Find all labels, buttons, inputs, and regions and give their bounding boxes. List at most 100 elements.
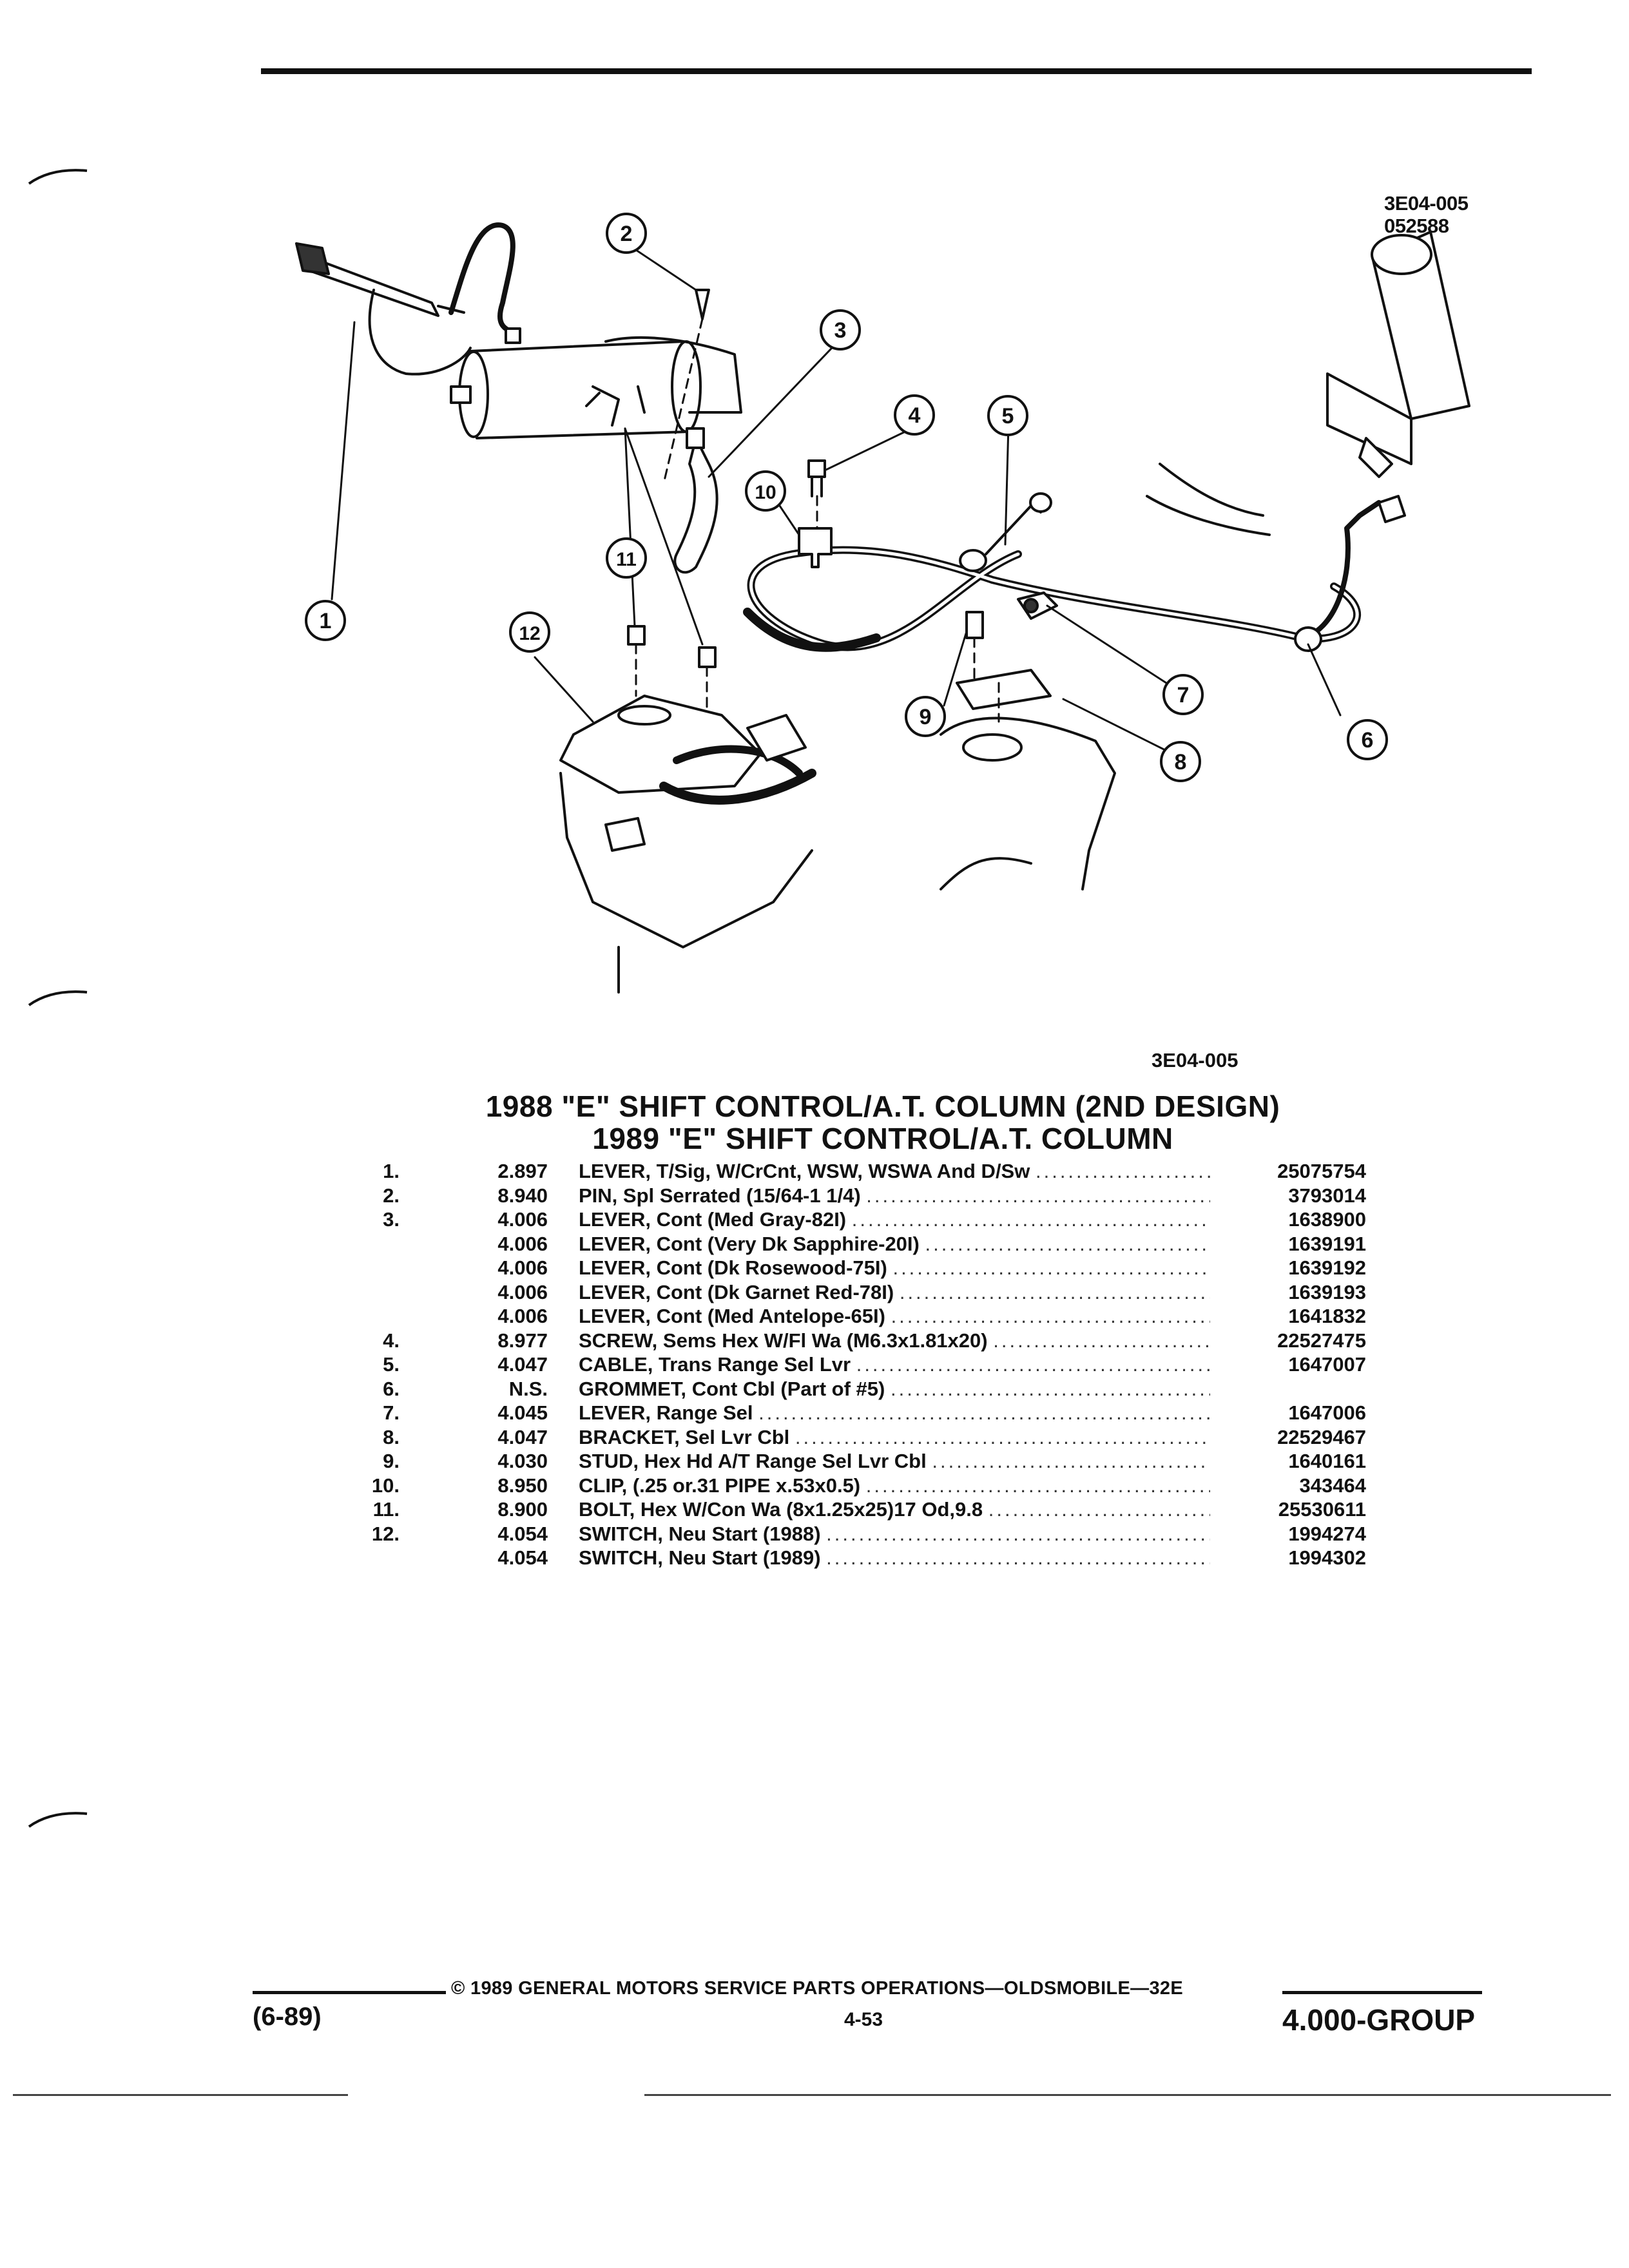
transmission-case	[940, 716, 1116, 890]
callout-7: 7	[1177, 683, 1190, 707]
part-description: LEVER, Cont (Very Dk Sapphire-20I) .....…	[579, 1233, 1210, 1256]
leader-dots: ........................................…	[851, 1208, 1210, 1231]
part-description: LEVER, Cont (Med Gray-82I) .............…	[579, 1208, 1210, 1231]
part-description: BRACKET, Sel Lvr Cbl ...................…	[579, 1426, 1210, 1449]
part-detail: Hex Hd A/T Range Sel Lvr Cbl	[644, 1450, 927, 1472]
part-number: 22527475	[1277, 1329, 1366, 1352]
part-name: STUD,	[579, 1450, 639, 1472]
callout-3: 3	[834, 318, 847, 343]
group-number: 2.897	[497, 1160, 548, 1182]
part-name: LEVER,	[579, 1401, 651, 1424]
item-number: 5.	[383, 1353, 400, 1376]
group-number: 4.006	[497, 1208, 548, 1231]
footer-rule-left	[253, 1991, 446, 1994]
figure-date-code: 052588	[1384, 215, 1449, 237]
part-detail: Cont (Very Dk Sapphire-20I)	[656, 1232, 920, 1255]
part-description: GROMMET, Cont Cbl (Part of #5) .........…	[579, 1378, 1210, 1401]
section-title-1988: 1988 "E" SHIFT CONTROL/A.T. COLUMN (2ND …	[485, 1090, 1280, 1123]
item-number: 9.	[383, 1450, 400, 1472]
footer-rule-right	[1282, 1991, 1482, 1994]
item-number: 10.	[371, 1474, 400, 1497]
group-number: 4.030	[497, 1450, 548, 1472]
steering-column-housing	[450, 336, 742, 439]
leader-dots: ........................................…	[892, 1256, 1210, 1279]
callout-11: 11	[616, 549, 637, 570]
part-name: CABLE,	[579, 1353, 653, 1376]
table-row: 6.N.S.GROMMET, Cont Cbl (Part of #5) ...…	[361, 1378, 1366, 1402]
part-number: 1641832	[1288, 1305, 1366, 1327]
part-number: 1647007	[1288, 1353, 1366, 1376]
callout-10: 10	[755, 482, 776, 503]
part-detail: (.25 or.31 PIPE x.53x0.5)	[632, 1474, 861, 1497]
part-number: 22529467	[1277, 1425, 1366, 1448]
part-number: 1638900	[1288, 1208, 1366, 1231]
part-detail: Cont Cbl (Part of #5)	[691, 1377, 885, 1400]
binder-mark	[28, 990, 88, 1006]
callout-2: 2	[621, 222, 633, 246]
item-number: 2.	[383, 1184, 400, 1207]
part-detail: Range Sel	[656, 1401, 753, 1424]
leader-dots: ........................................…	[826, 1546, 1210, 1569]
item-number: 3.	[383, 1208, 400, 1231]
item-number: 7.	[383, 1401, 400, 1424]
part-detail: Neu Start (1989)	[668, 1546, 821, 1569]
callout-5: 5	[1002, 404, 1014, 428]
upper-column	[1146, 231, 1470, 536]
part-detail: Sems Hex W/Fl Wa (M6.3x1.81x20)	[662, 1329, 988, 1352]
part-number: 1640161	[1288, 1450, 1366, 1472]
group-number: 4.006	[497, 1232, 548, 1255]
part-number: 343464	[1299, 1474, 1366, 1497]
transmission-housing	[559, 772, 813, 994]
group-number: 8.940	[497, 1184, 548, 1207]
section-title-1989: 1989 "E" SHIFT CONTROL/A.T. COLUMN	[592, 1122, 1173, 1155]
callout-1: 1	[320, 609, 332, 633]
binder-mark	[28, 169, 88, 185]
part-detail: Cont (Med Antelope-65I)	[656, 1305, 885, 1327]
page-number: 4-53	[844, 2009, 883, 2030]
figure-code: 3E04-005	[1384, 192, 1469, 215]
footer-group: 4.000-GROUP	[1282, 2003, 1476, 2037]
leader-dots: ........................................…	[925, 1232, 1211, 1255]
part-description: CABLE, Trans Range Sel Lvr .............…	[579, 1353, 1210, 1376]
item-number: 6.	[383, 1377, 400, 1400]
part-description: SWITCH, Neu Start (1989) ...............…	[579, 1546, 1210, 1570]
part-name: BRACKET,	[579, 1425, 680, 1448]
part-name: GROMMET,	[579, 1377, 687, 1400]
part-detail: Sel Lvr Cbl	[685, 1425, 790, 1448]
part-description: CLIP, (.25 or.31 PIPE x.53x0.5) ........…	[579, 1474, 1210, 1497]
leader-dots: ........................................…	[988, 1498, 1210, 1521]
exploded-diagram: 1 2 3 4 5 6 7 8 9 10 11 12	[295, 213, 1470, 994]
part-name: LEVER,	[579, 1232, 651, 1255]
callout-9: 9	[920, 705, 932, 729]
callout-12: 12	[519, 623, 540, 644]
group-number: 4.006	[497, 1305, 548, 1327]
leader-dots: ........................................…	[899, 1280, 1210, 1303]
control-lever	[673, 427, 718, 574]
group-number: 8.977	[497, 1329, 548, 1352]
figure-caption-code: 3E04-005	[1152, 1049, 1239, 1072]
table-row: 4.006 LEVER, Cont (Very Dk Sapphire-20I) …	[361, 1233, 1366, 1257]
part-number: 1994302	[1288, 1546, 1366, 1569]
part-name: LEVER,	[579, 1160, 651, 1182]
group-number: 4.047	[497, 1353, 548, 1376]
part-description: PIN, Spl Serrated (15/64-1 1/4) ........…	[579, 1184, 1210, 1207]
leader-dots: ........................................…	[795, 1425, 1210, 1448]
shift-cable	[743, 492, 1382, 652]
part-name: LEVER,	[579, 1280, 651, 1303]
part-number: 1639191	[1288, 1232, 1366, 1255]
part-number: 3793014	[1288, 1184, 1366, 1207]
item-number: 12.	[371, 1522, 400, 1545]
pin	[662, 289, 710, 485]
range-select-lever	[1017, 591, 1058, 620]
page-footer: (6-89) © 1989 GENERAL MOTORS SERVICE PAR…	[0, 1972, 1629, 2049]
callout-leaders	[331, 244, 1342, 752]
part-name: CLIP,	[579, 1474, 628, 1497]
part-number: 25530611	[1278, 1498, 1366, 1521]
group-number: 8.900	[497, 1498, 548, 1521]
